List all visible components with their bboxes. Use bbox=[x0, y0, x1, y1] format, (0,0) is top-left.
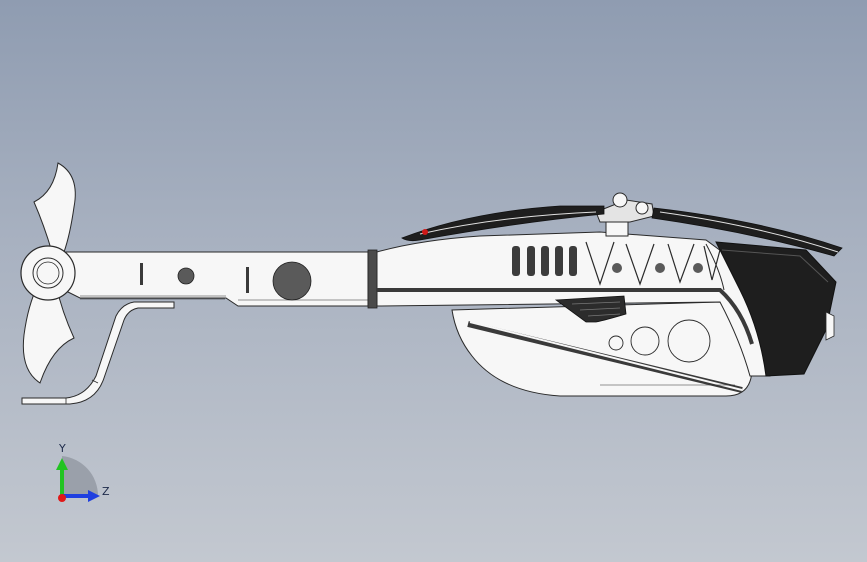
triad-arc-icon bbox=[62, 456, 99, 496]
fuselage-v-panels bbox=[585, 241, 721, 286]
pod-hole-small bbox=[608, 335, 624, 351]
tail-boom bbox=[61, 251, 369, 307]
main-rotor-blade-right bbox=[651, 207, 843, 257]
rotor-tip-marker bbox=[422, 229, 428, 235]
fuselage-vents bbox=[512, 246, 577, 276]
boom-slot-1 bbox=[140, 263, 143, 285]
boom-slot-2 bbox=[246, 267, 249, 293]
z-axis-arrow-icon bbox=[88, 490, 100, 502]
boom-hole-small bbox=[177, 267, 195, 285]
x-axis-dot-icon bbox=[58, 494, 66, 502]
tail-rotor-blade-upper bbox=[33, 162, 76, 253]
pod-hole-medium bbox=[630, 326, 660, 356]
pod-hole-large bbox=[667, 319, 711, 363]
triad-z-label: Z bbox=[102, 485, 110, 498]
nose-sensor bbox=[825, 311, 835, 341]
view-orientation-triad bbox=[56, 456, 100, 502]
boom-joint-band bbox=[367, 249, 378, 309]
landing-skid bbox=[21, 301, 175, 405]
boom-hole-large bbox=[272, 261, 312, 301]
triad-y-label: Y bbox=[59, 442, 66, 455]
y-axis-arrow-icon bbox=[56, 458, 68, 470]
